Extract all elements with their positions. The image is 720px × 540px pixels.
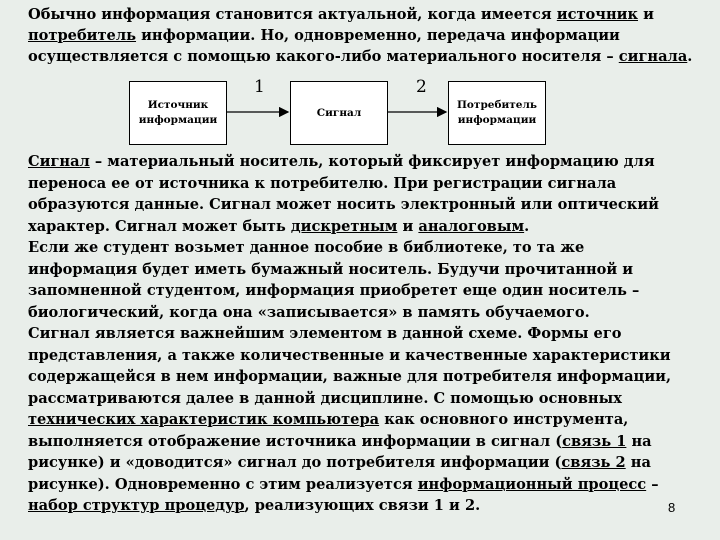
body-text-span: как основного инструмента, выполняется о… — [28, 411, 629, 450]
consumer-box-label-2: информации — [457, 114, 537, 126]
link-number-2: 2 — [416, 77, 427, 97]
page-number: 8 — [668, 500, 676, 515]
intro-text: Обычно информация становится актуальной,… — [28, 6, 557, 23]
source-box-label-1: Источник — [147, 99, 209, 111]
information-process-link[interactable]: информационный процесс — [417, 475, 647, 493]
consumer-box-label-1: Потребитель — [457, 99, 537, 111]
signal-link[interactable]: сигнала — [618, 48, 688, 65]
source-box: Источник информации — [129, 81, 227, 145]
intro-paragraph: Обычно информация становится актуальной,… — [28, 4, 698, 67]
body-text-span: . — [524, 217, 530, 235]
intro-text: и — [638, 6, 654, 23]
consumer-link[interactable]: потребитель — [28, 27, 137, 44]
source-box-label-2: информации — [138, 114, 218, 126]
discrete-link[interactable]: дискретным — [290, 217, 398, 235]
intro-text: . — [687, 48, 693, 65]
library-paragraph: Если же студент возьмет данное пособие в… — [28, 239, 640, 321]
body-text-span: на рисунке). Одновременно с этим реализу… — [28, 454, 651, 493]
scheme-paragraph: Сигнал является важнейшим элементом в да… — [28, 323, 698, 517]
signal-box-label: Сигнал — [316, 106, 362, 119]
link-2-reference[interactable]: связь 2 — [561, 454, 626, 471]
intro-text: информации. Но, одновременно, передача и… — [28, 27, 620, 65]
signal-definition-paragraph: Сигнал – материальный носитель, который … — [28, 151, 698, 237]
body-text-span: – материальный носитель, который фиксиру… — [28, 153, 659, 235]
body-text-span: на рисунке) и «доводится» сигнал до потр… — [28, 432, 652, 472]
body-text-span: Сигнал является важнейшим элементом в да… — [28, 325, 672, 407]
body-text-span: и — [397, 217, 419, 235]
link-number-1: 1 — [254, 77, 265, 97]
body-text-span: , реализующих связи 1 и 2. — [244, 497, 481, 514]
source-link[interactable]: источник — [556, 6, 639, 23]
analog-link[interactable]: аналоговым — [418, 217, 525, 235]
procedures-set-link[interactable]: набор структур процедур — [28, 497, 245, 514]
body-text: Сигнал – материальный носитель, который … — [28, 151, 698, 517]
body-text-span: – — [646, 475, 659, 493]
signal-definition-link[interactable]: Сигнал — [28, 153, 90, 170]
link-1-reference[interactable]: связь 1 — [562, 432, 627, 450]
tech-characteristics-link[interactable]: технических характеристик компьютера — [28, 411, 380, 428]
signal-box: Сигнал — [290, 81, 388, 145]
consumer-box: Потребитель информации — [448, 81, 546, 145]
